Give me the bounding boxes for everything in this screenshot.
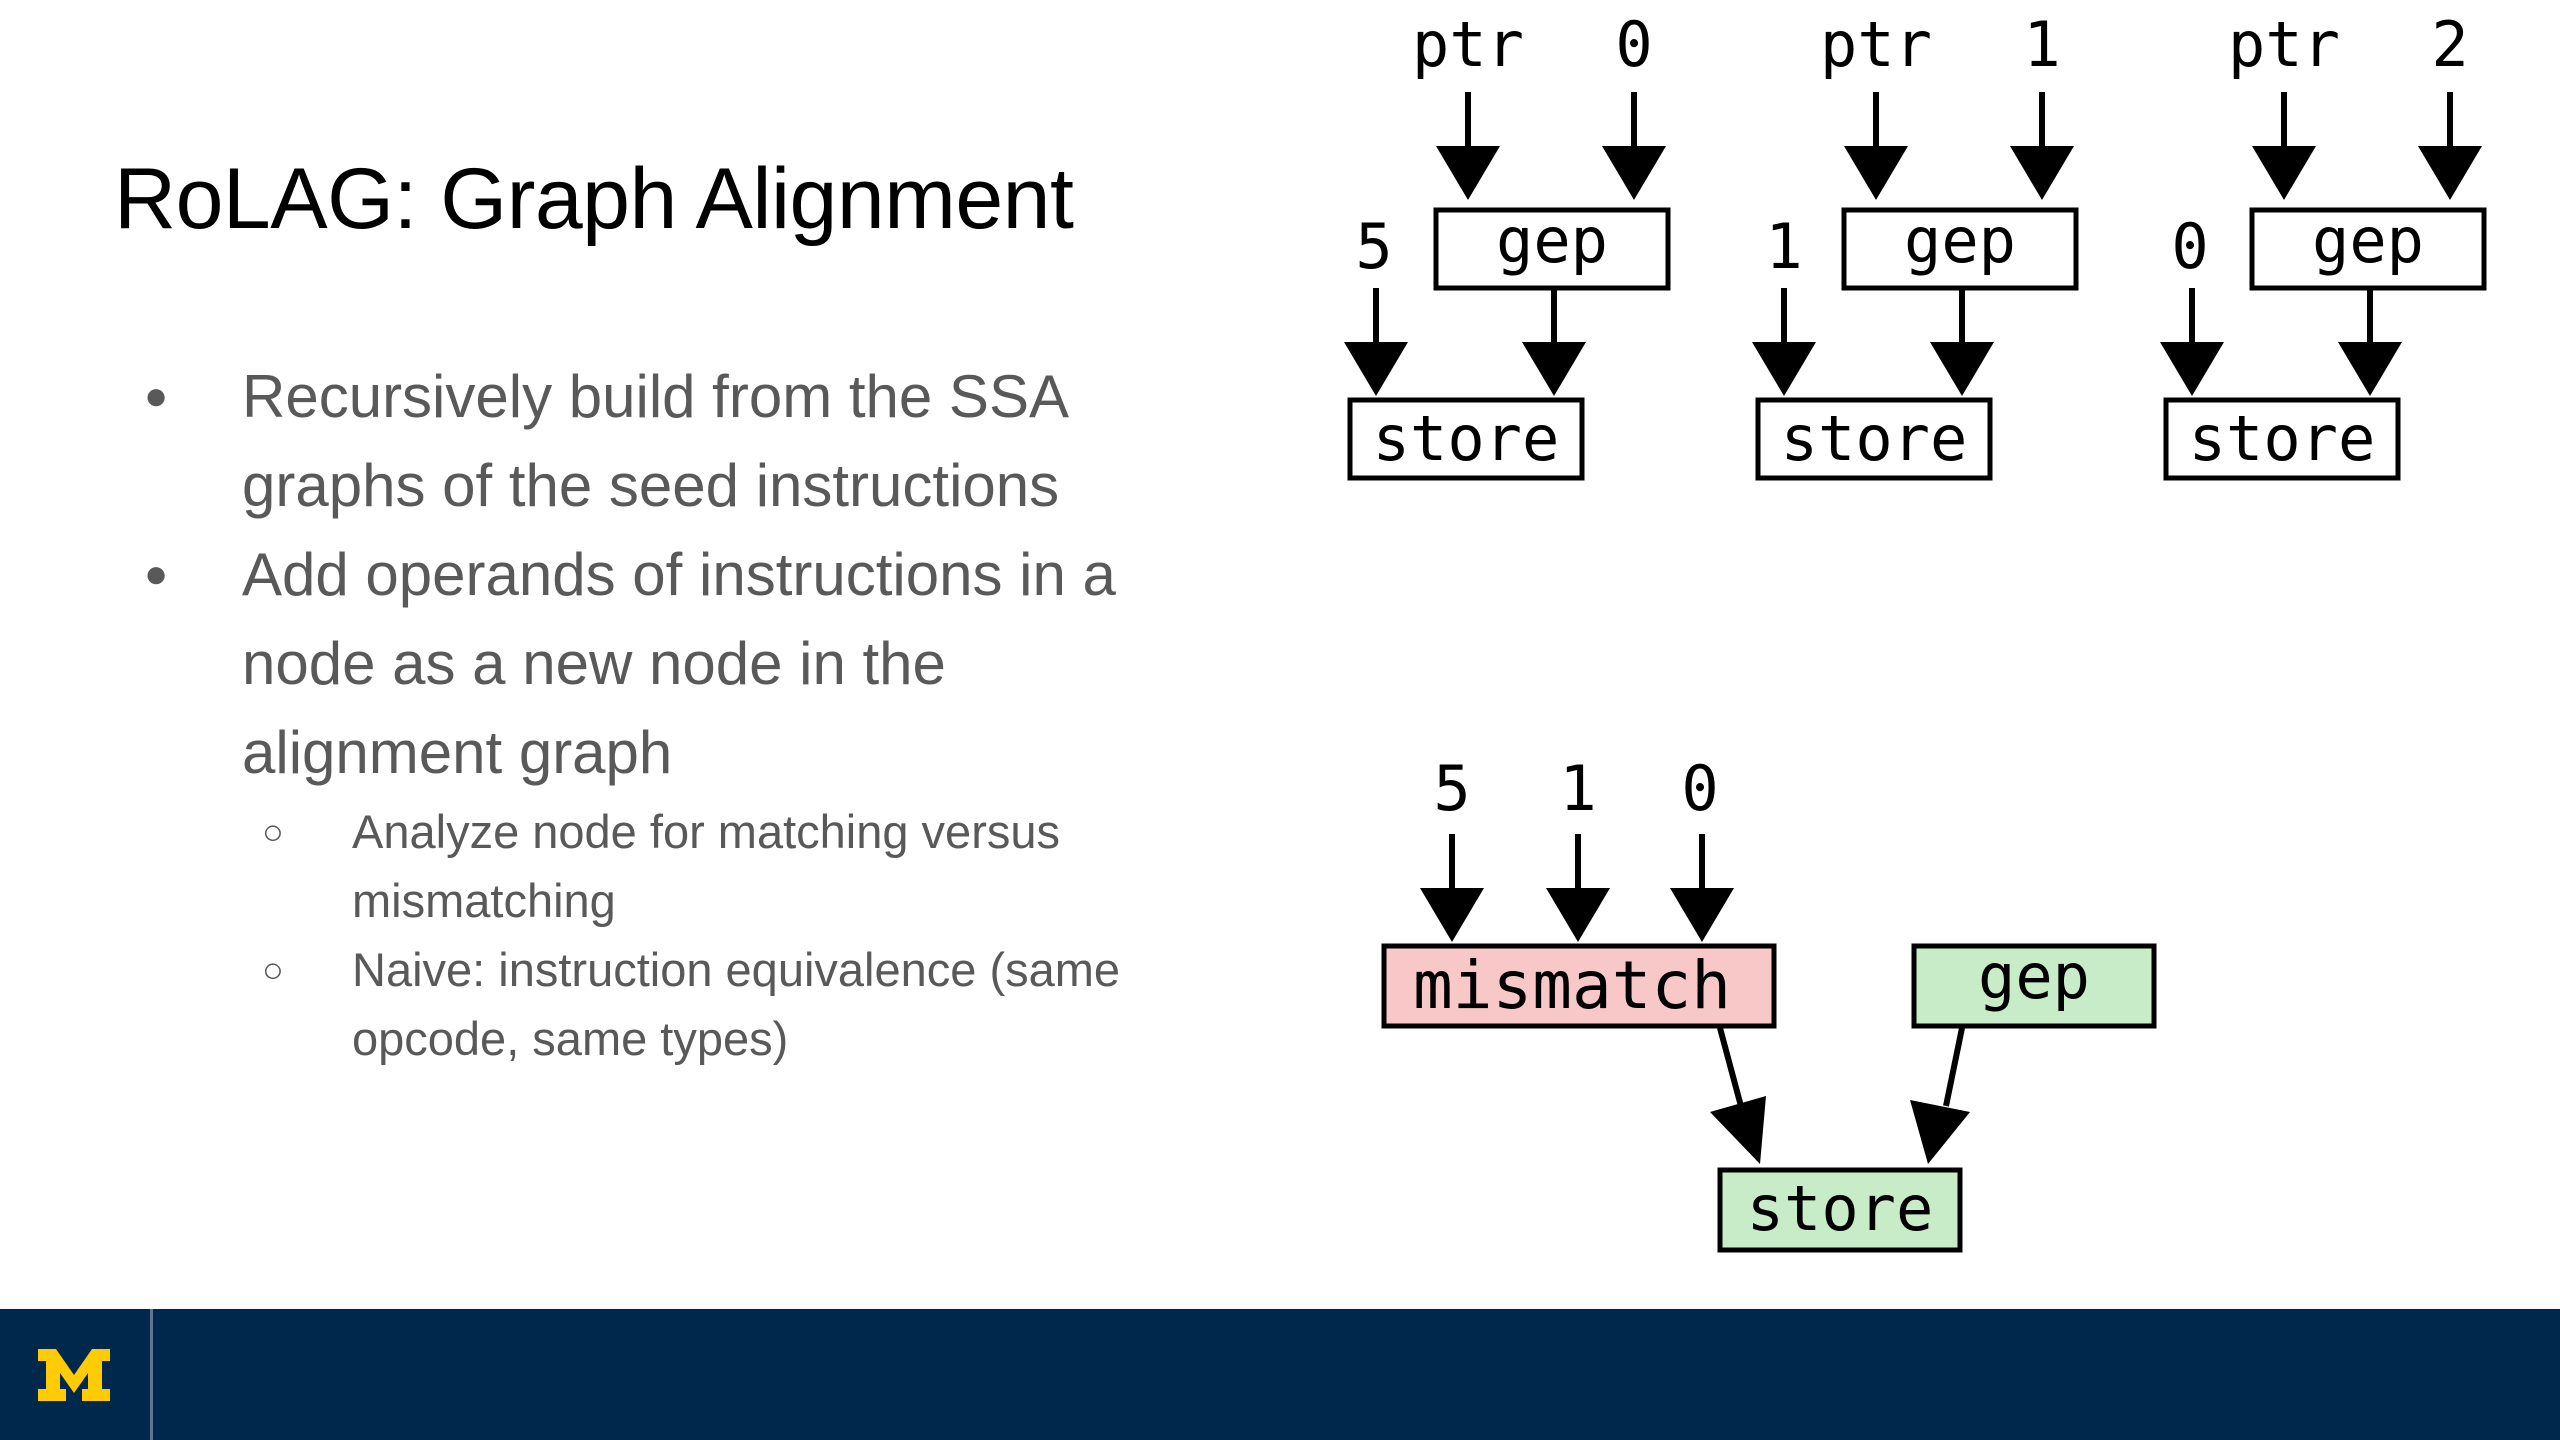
gep-node (1841, 207, 2079, 291)
gep-node (1911, 943, 2157, 1029)
arrow (1420, 834, 1484, 942)
bullet-add-operands: ● Add operands of instructions in a node… (144, 530, 1224, 797)
slide-title: RoLAG: Graph Alignment (114, 151, 1074, 247)
ptr-label: ptr (1820, 8, 1932, 81)
arrow (1670, 834, 1734, 942)
arrow (1844, 92, 1908, 200)
subbullet-line: Naive: instruction equivalence (same (352, 943, 1121, 996)
subbullet-naive: ○ Naive: instruction equivalence (same o… (128, 935, 1224, 1073)
bullet-dot-icon: ● (144, 374, 169, 418)
mismatch-node (1381, 943, 1777, 1029)
bullet-list: ● Recursively build from the SSA graphs … (144, 352, 1224, 1073)
store-label: store (1781, 402, 1968, 475)
arrow (2338, 290, 2402, 396)
gep-label: gep (1904, 204, 2016, 277)
bullet-dot-icon: ● (144, 552, 169, 596)
store-label: store (1747, 1172, 1934, 1245)
index-label: 1 (2023, 8, 2060, 81)
index-label: 2 (2431, 8, 2468, 81)
arrow (1910, 1027, 1970, 1164)
bullet-recursively-build: ● Recursively build from the SSA graphs … (144, 352, 1224, 530)
bullet-circle-icon: ○ (262, 949, 284, 990)
ptr-label: ptr (2228, 8, 2340, 81)
seed-graph-2: ptr 2 gep 0 store (2160, 8, 2487, 481)
subbullet-line: Analyze node for matching versus (352, 805, 1060, 858)
gep-label: gep (1978, 940, 2090, 1013)
arrow (1344, 288, 1408, 396)
block-m-logo-icon (38, 1349, 110, 1401)
store-label: store (1373, 402, 1560, 475)
graph-alignment-diagram: ptr 0 gep 5 store ptr 1 (1344, 8, 2487, 1253)
bullet-circle-icon: ○ (262, 811, 284, 852)
gep-node (2249, 207, 2487, 291)
subbullet-line: opcode, same types) (352, 1012, 789, 1065)
subbullet-analyze-node: ○ Analyze node for matching versus misma… (128, 797, 1224, 935)
arrow (1710, 1027, 1766, 1164)
bullet-line: graphs of the seed instructions (242, 452, 1060, 519)
store-node (1717, 1167, 1963, 1253)
mismatch-label: mismatch (1413, 947, 1731, 1024)
alignment-graph: 5 1 0 mismatch gep store (1381, 752, 2157, 1253)
store-node (1347, 397, 1585, 481)
arrow (2010, 92, 2074, 200)
subbullet-line: mismatching (352, 874, 616, 927)
value-label: 1 (1559, 752, 1596, 825)
value-label: 1 (1765, 210, 1802, 283)
store-node (1755, 397, 1993, 481)
seed-graph-1: ptr 1 gep 1 store (1752, 8, 2079, 481)
arrow (1930, 290, 1994, 396)
value-label: 5 (1433, 752, 1470, 825)
value-label: 0 (1681, 752, 1718, 825)
store-node (2163, 397, 2401, 481)
index-label: 0 (1615, 8, 1652, 81)
ptr-label: ptr (1412, 8, 1524, 81)
seed-graph-0: ptr 0 gep 5 store (1344, 8, 1671, 481)
arrow (1752, 288, 1816, 396)
footer-bar (0, 1309, 2560, 1440)
arrow (1602, 92, 1666, 200)
arrow (1436, 92, 1500, 200)
arrow (2252, 92, 2316, 200)
bullet-line: Add operands of instructions in a (242, 541, 1116, 608)
arrow (1522, 290, 1586, 396)
value-label: 0 (2171, 210, 2208, 283)
gep-node (1433, 207, 1671, 291)
store-label: store (2189, 402, 2376, 475)
bullet-line: node as a new node in the (242, 630, 946, 697)
arrow (1546, 834, 1610, 942)
bullet-line: alignment graph (242, 719, 673, 786)
footer-divider (150, 1309, 153, 1440)
arrow (2418, 92, 2482, 200)
gep-label: gep (1496, 204, 1608, 277)
bullet-line: Recursively build from the SSA (242, 363, 1069, 430)
value-label: 5 (1355, 210, 1392, 283)
gep-label: gep (2312, 204, 2424, 277)
arrow (2160, 288, 2224, 396)
